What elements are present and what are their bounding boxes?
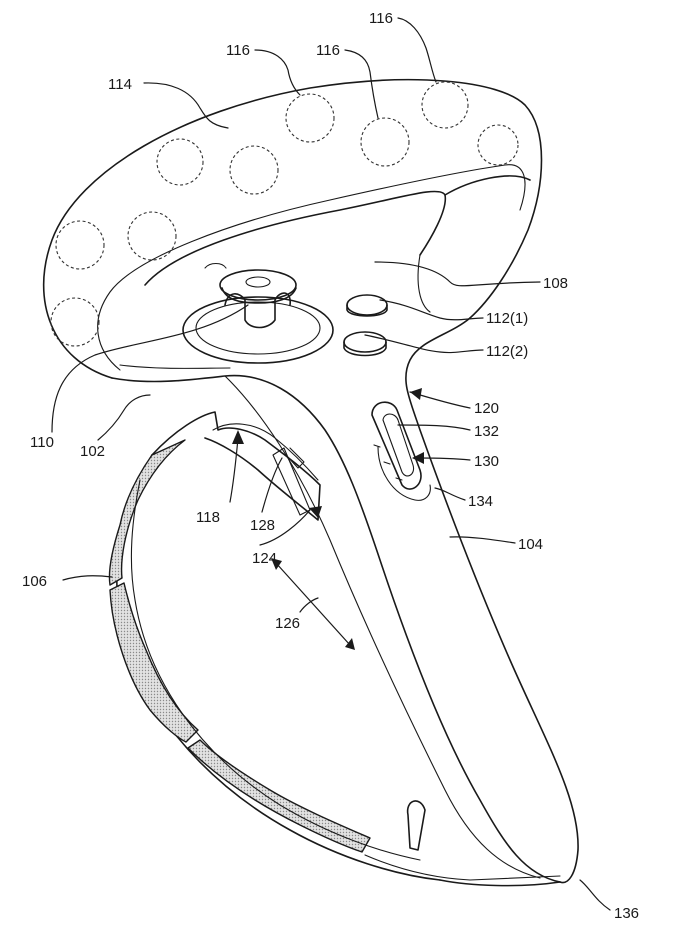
arrowhead-118 xyxy=(232,430,244,444)
label-132: 132 xyxy=(474,423,499,440)
arrowhead-120 xyxy=(410,388,422,400)
leader-lines xyxy=(51,17,611,911)
grip-pad-lower xyxy=(187,739,371,853)
sensor-circle xyxy=(50,297,100,347)
arrowhead-124 xyxy=(309,506,322,518)
sensor-circle xyxy=(285,93,335,143)
label-124: 124 xyxy=(252,550,277,567)
controller-body xyxy=(111,254,579,884)
button-112-1 xyxy=(346,294,388,316)
tracking-ring xyxy=(42,78,543,379)
sensor-circle xyxy=(55,220,105,270)
sensor-circle xyxy=(477,124,519,166)
label-126: 126 xyxy=(275,615,300,632)
grip-pad-upper xyxy=(108,439,186,586)
label-116-a: 116 xyxy=(226,42,250,59)
grip-pad-middle xyxy=(109,582,199,743)
label-130: 130 xyxy=(474,453,499,470)
ring-sensors xyxy=(50,81,519,347)
trigger xyxy=(151,411,321,521)
label-134: 134 xyxy=(468,493,493,510)
arrowhead-126-down xyxy=(345,638,355,650)
label-104: 104 xyxy=(518,536,543,553)
label-110: 110 xyxy=(30,434,54,451)
reference-labels: 114 116 116 116 108 112(1) 112(2) 110 10… xyxy=(22,10,639,922)
arrowhead-126-up xyxy=(271,558,282,570)
label-112-2: 112(2) xyxy=(486,343,528,360)
label-112-1: 112(1) xyxy=(486,310,528,327)
arrow-heads xyxy=(232,388,424,650)
label-114: 114 xyxy=(108,76,132,93)
sensor-circle xyxy=(229,145,279,195)
side-slider xyxy=(371,401,431,501)
label-116-b: 116 xyxy=(316,42,340,59)
sensor-circle xyxy=(156,138,204,186)
label-118: 118 xyxy=(196,509,220,526)
grip xyxy=(108,439,561,887)
label-102: 102 xyxy=(80,443,105,460)
sensor-circle xyxy=(127,211,177,261)
label-108: 108 xyxy=(543,275,568,292)
sensor-circle xyxy=(421,81,469,129)
face-buttons xyxy=(343,294,388,357)
thumbstick xyxy=(182,269,334,364)
label-116-c: 116 xyxy=(369,10,393,27)
label-120: 120 xyxy=(474,400,499,417)
arrowhead-130 xyxy=(412,452,424,464)
label-136: 136 xyxy=(614,905,639,922)
sensor-circle xyxy=(360,117,410,167)
label-128: 128 xyxy=(250,517,275,534)
label-106: 106 xyxy=(22,573,47,590)
